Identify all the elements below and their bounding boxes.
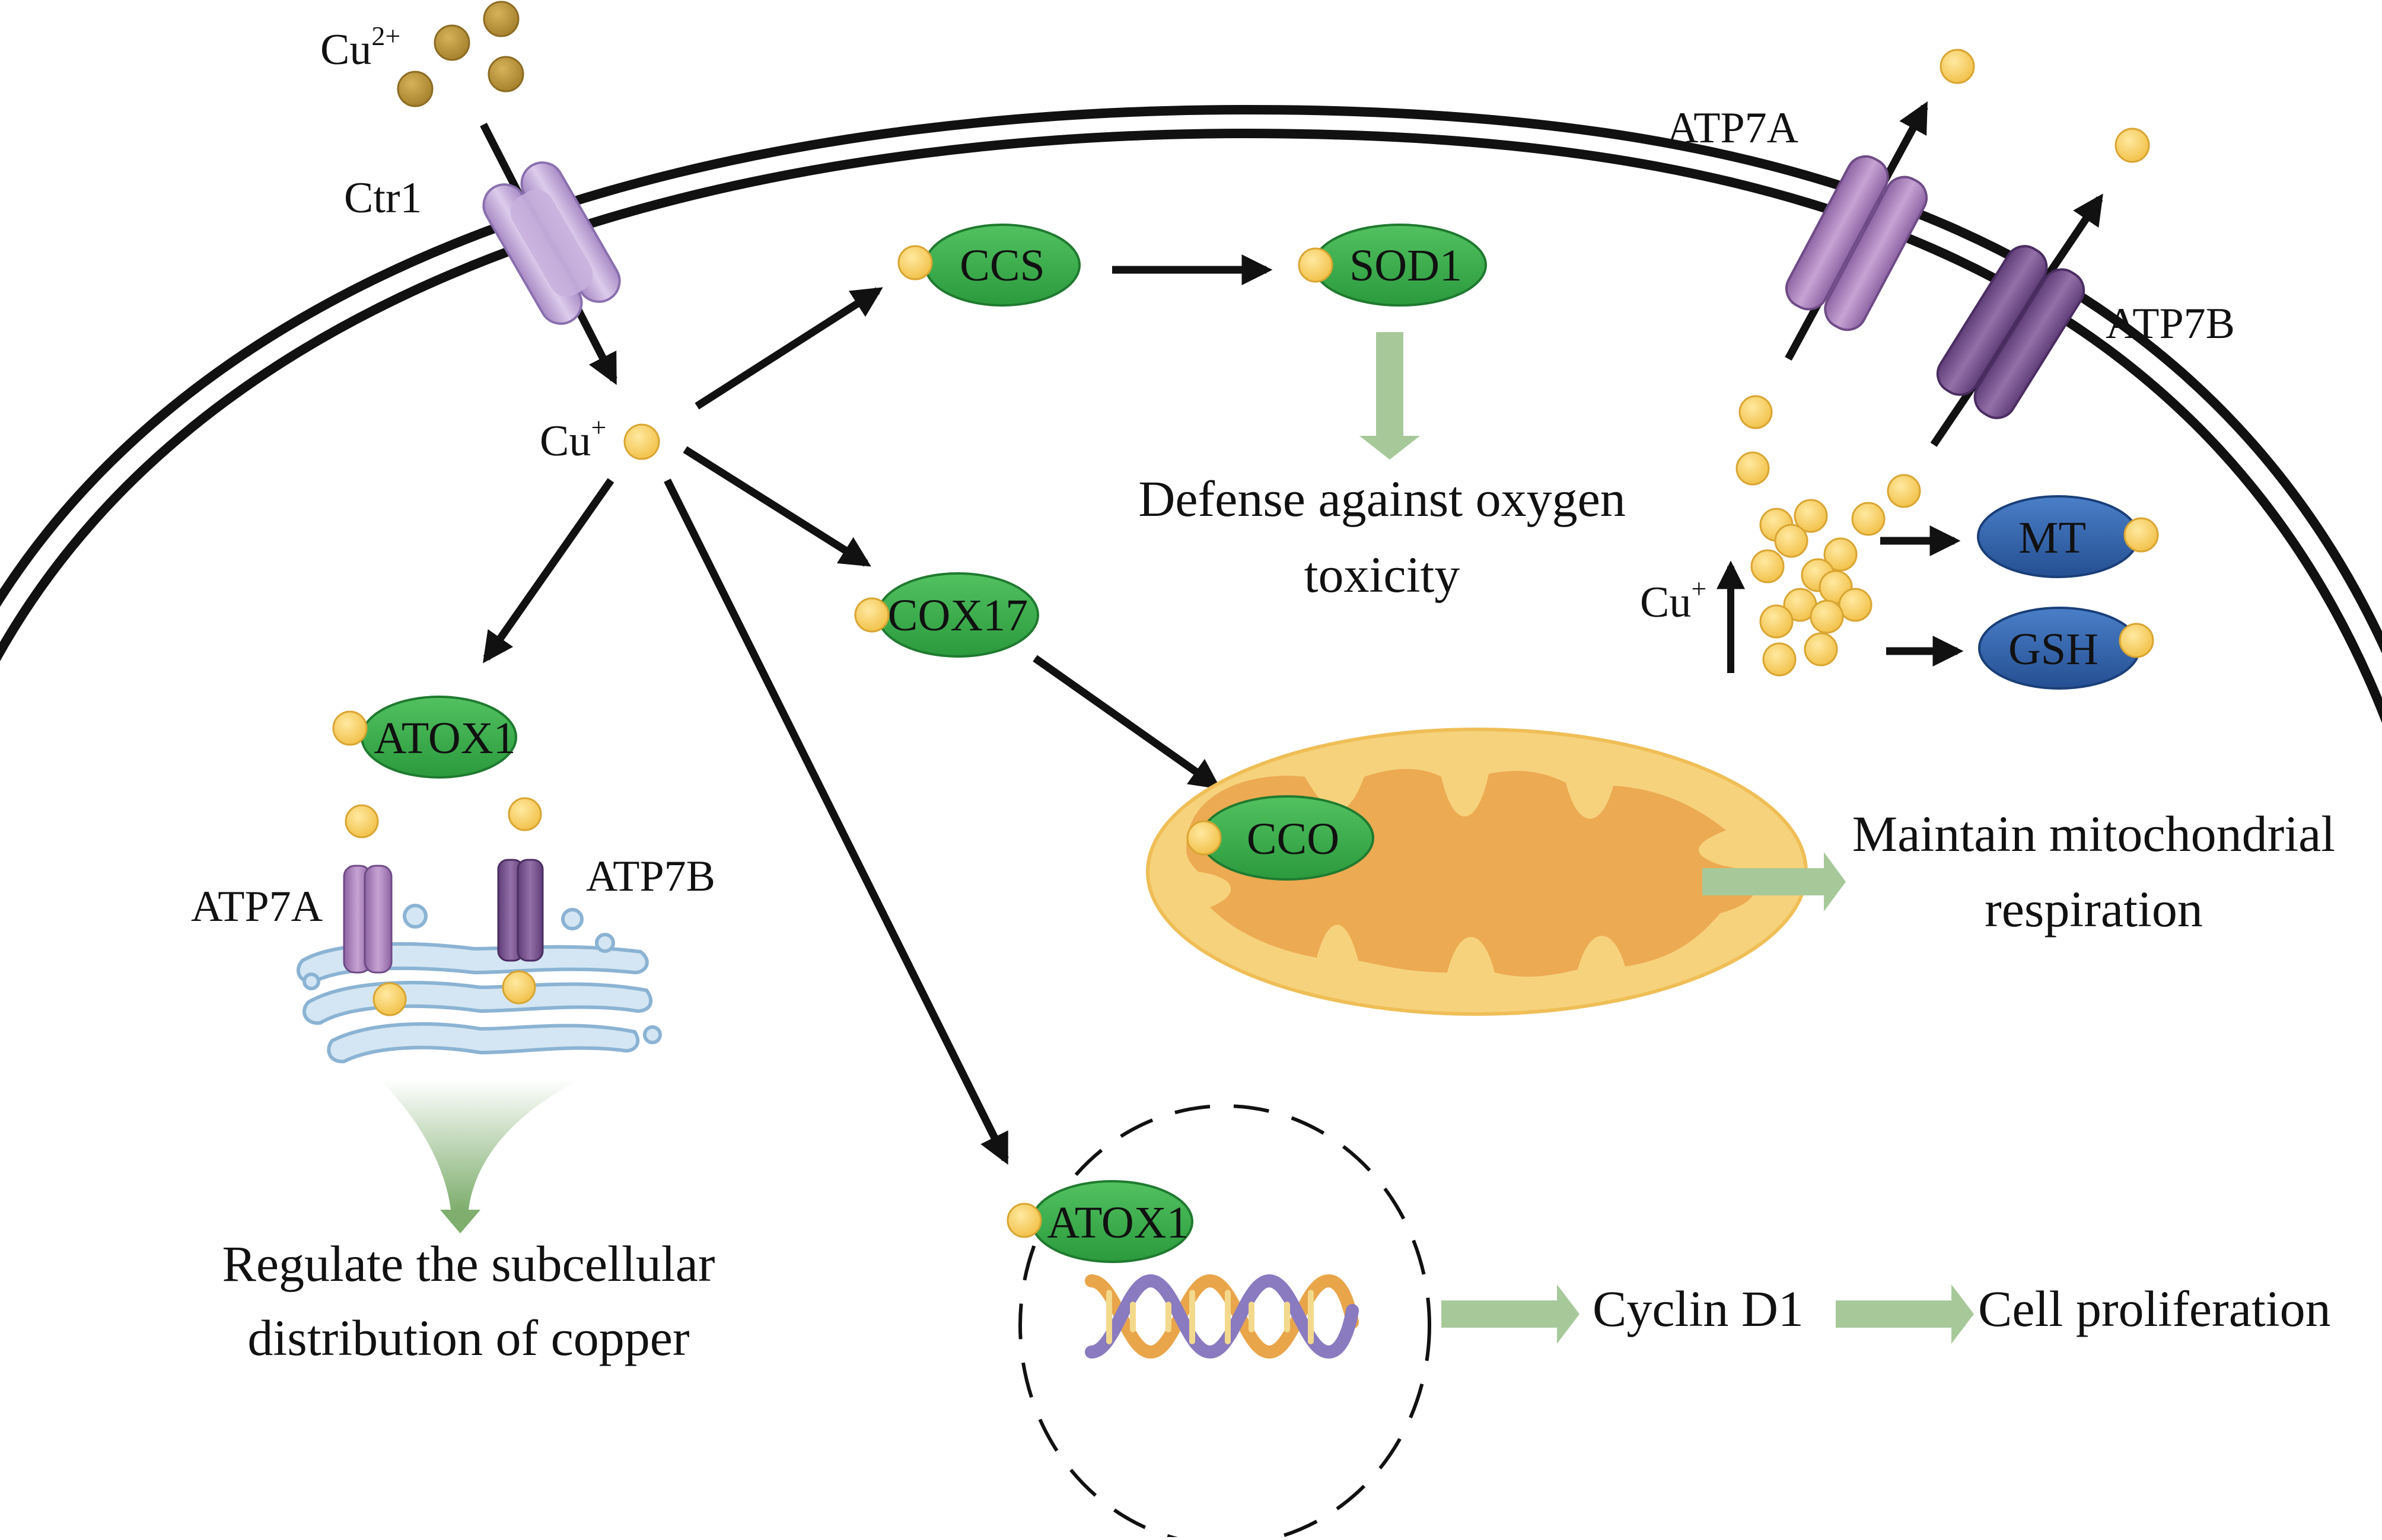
mito-outcome-line2: respiration	[1985, 881, 2203, 938]
svg-text:MT: MT	[2018, 513, 2086, 563]
arrow-cu-to-atox1-golgi	[483, 478, 614, 664]
nucleus-boundary	[1018, 1104, 1431, 1540]
svg-text:CCO: CCO	[1247, 814, 1339, 864]
cyclin-arrow-1	[1441, 1284, 1579, 1344]
svg-text:COX17: COX17	[888, 591, 1028, 640]
ctr1-label: Ctr1	[344, 174, 422, 222]
svg-text:GSH: GSH	[2008, 624, 2098, 674]
arrow-cox17-to-cco	[1033, 655, 1221, 789]
svg-text:CCS: CCS	[960, 241, 1045, 291]
mito-outcome-line1: Maintain mitochondrial	[1852, 805, 2335, 862]
golgi-atp7a-label: ATP7A	[191, 882, 323, 931]
dna-helix-icon	[1085, 1274, 1359, 1359]
ccs-protein: CCS	[897, 224, 1081, 307]
gsh-protein: GSH	[1978, 607, 2154, 690]
exported-cu-2	[2114, 127, 2150, 163]
ctr1-transporter-icon	[482, 161, 621, 325]
excess-copper-pool	[1735, 395, 1921, 677]
golgi-outcome-funnel	[380, 1079, 581, 1233]
cu2-label: Cu2+	[320, 21, 400, 74]
cyclin-d1-label: Cyclin D1	[1593, 1280, 1804, 1337]
extracellular-copper-ions	[397, 1, 524, 107]
cco-protein: CCO	[1186, 795, 1374, 881]
atp7a-exporter-label: ATP7A	[1667, 104, 1798, 152]
exported-cu-1	[1940, 49, 1975, 84]
cox17-protein: COX17	[854, 572, 1039, 658]
sod1-outcome-line1: Defense against oxygen	[1138, 470, 1626, 527]
golgi-outcome-line1: Regulate the subcellular	[222, 1235, 715, 1292]
atox1-golgi-protein: ATOX1	[332, 696, 517, 779]
arrow-cu-to-nucleus	[664, 479, 1009, 1165]
atp7b-exporter-label: ATP7B	[2106, 299, 2235, 348]
svg-text:SOD1: SOD1	[1349, 241, 1462, 291]
golgi-copper-ions	[345, 797, 542, 838]
golgi-lumen-cu-1	[372, 982, 407, 1016]
cell-membrane	[0, 104, 2382, 723]
mt-protein: MT	[1977, 495, 2159, 578]
sod1-outcome-arrow	[1359, 332, 1420, 460]
sod1-outcome-line2: toxicity	[1304, 546, 1460, 603]
cyclin-arrow-2	[1836, 1284, 1974, 1344]
sod1-protein: SOD1	[1298, 224, 1487, 307]
atox1-nuclear-protein: ATOX1	[1007, 1180, 1193, 1263]
cu-plus-label: Cu+	[540, 412, 606, 465]
atp7a-exporter-icon	[1785, 155, 1928, 331]
excess-cu-label: Cu+	[1640, 573, 1706, 627]
golgi-lumen-cu-2	[502, 970, 536, 1005]
svg-text:ATOX1: ATOX1	[1047, 1198, 1189, 1248]
atp7b-exporter-icon	[1936, 245, 2085, 419]
mito-outcome-arrow	[1702, 852, 1846, 911]
golgi-atp7b-transporter-icon	[497, 859, 544, 962]
arrow-cu-to-cox17	[683, 446, 871, 567]
golgi-atp7a-transporter-icon	[343, 865, 393, 974]
cell-proliferation-label: Cell proliferation	[1978, 1280, 2331, 1337]
svg-text:ATOX1: ATOX1	[374, 713, 515, 763]
golgi-outcome-line2: distribution of copper	[247, 1309, 689, 1366]
cu-plus-ion	[623, 423, 660, 460]
arrow-cu-to-ccs	[695, 287, 883, 410]
golgi-atp7b-label: ATP7B	[586, 852, 715, 901]
